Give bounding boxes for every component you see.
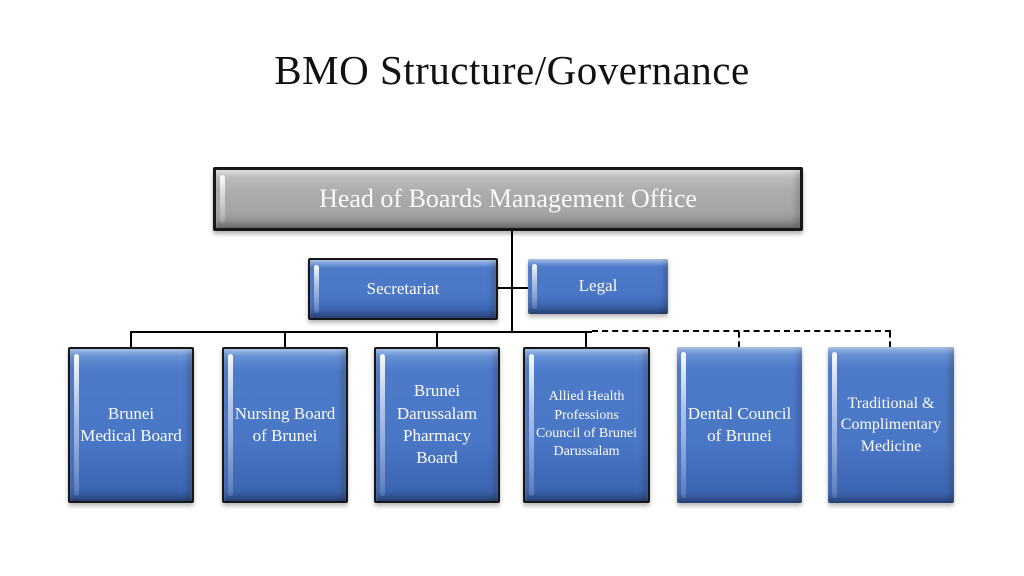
node-traditional-complimentary-medicine: Traditional & Complimentary Medicine — [828, 347, 954, 503]
connector-drop-brunei-medical-board — [130, 333, 132, 347]
node-label: Legal — [578, 276, 618, 296]
connector-drop-pharmacy-board — [436, 333, 438, 347]
bevel-highlight — [314, 265, 319, 313]
bevel-highlight — [532, 264, 537, 309]
node-allied-health-professions-council: Allied Health Professions Council of Bru… — [523, 347, 650, 503]
connector-secretariat-legal-horizontal — [498, 287, 528, 289]
connector-drop-dashed-dental-council — [738, 332, 740, 347]
node-brunei-darussalam-pharmacy-board: Brunei Darussalam Pharmacy Board — [374, 347, 500, 503]
node-nursing-board-of-brunei: Nursing Board of Brunei — [222, 347, 348, 503]
connector-bus-solid — [130, 331, 592, 333]
node-label: Traditional & Complimentary Medicine — [840, 395, 942, 455]
node-label: Nursing Board of Brunei — [234, 403, 336, 445]
connector-head-to-bus-vertical — [511, 231, 513, 332]
node-label: Secretariat — [366, 278, 440, 298]
node-brunei-medical-board: Brunei Medical Board — [68, 347, 194, 503]
node-secretariat: Secretariat — [308, 258, 498, 320]
connector-drop-allied-health — [585, 333, 587, 347]
connector-bus-dashed — [592, 330, 891, 332]
slide-title: BMO Structure/Governance — [274, 47, 750, 93]
node-legal: Legal — [528, 259, 668, 314]
connector-drop-dashed-traditional-medicine — [889, 332, 891, 347]
connector-drop-nursing-board — [284, 333, 286, 347]
node-label: Head of Boards Management Office — [319, 183, 697, 213]
node-label: Brunei Darussalam Pharmacy Board — [396, 381, 478, 468]
node-label: Brunei Medical Board — [80, 403, 182, 445]
bevel-highlight — [220, 175, 225, 223]
node-head-of-boards-management-office: Head of Boards Management Office — [213, 167, 803, 231]
node-dental-council-of-brunei: Dental Council of Brunei — [677, 347, 802, 503]
node-label: Dental Council of Brunei — [687, 403, 792, 445]
node-label: Allied Health Professions Council of Bru… — [535, 389, 638, 460]
